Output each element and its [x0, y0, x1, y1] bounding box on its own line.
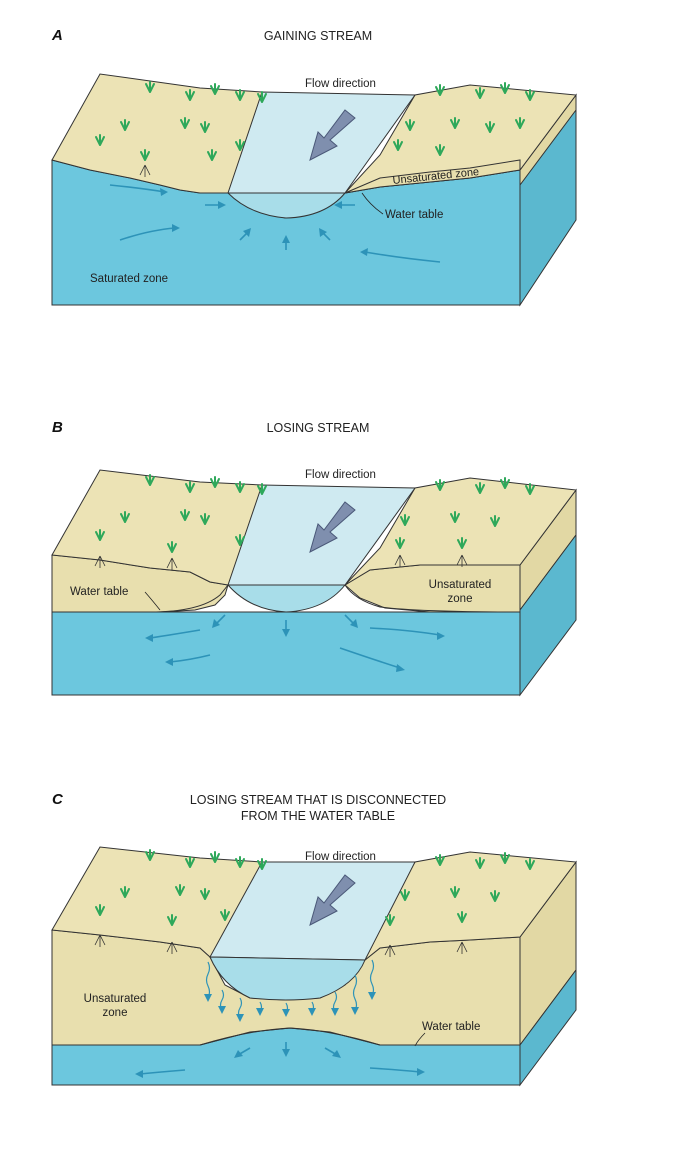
panel-a-groundwater-arrows	[109, 184, 441, 263]
panel-b-letter: B	[52, 419, 63, 436]
panel-a-flow-arrow	[309, 109, 356, 161]
panel-c-flow-label: Flow direction	[305, 851, 376, 863]
panel-b-groundwater-arrows	[145, 614, 445, 672]
panel-b-flow-label: Flow direction	[305, 469, 376, 481]
panel-b: B LOSING STREAM Flow direction	[51, 419, 577, 697]
panel-c-title-line1: LOSING STREAM THAT IS DISCONNECTED	[190, 793, 446, 807]
panel-a: A GAINING STREAM Flow direction	[51, 27, 577, 307]
panel-b-ground-right	[344, 477, 577, 586]
panel-c-vegetation	[94, 849, 535, 957]
panel-a-saturated-label: Saturated zone	[90, 273, 168, 285]
panel-c-letter: C	[52, 791, 64, 808]
panel-c-stream-channel	[209, 956, 366, 1001]
panel-a-vegetation	[95, 81, 535, 177]
panel-b-vegetation	[94, 474, 535, 570]
panel-b-saturated-block	[51, 611, 521, 696]
panel-c-water-table-leader	[414, 1032, 426, 1047]
panel-c-water-table-line	[52, 1027, 520, 1046]
panel-b-title: LOSING STREAM	[267, 421, 370, 435]
panel-c-unsaturated-label-1: Unsaturated	[84, 993, 147, 1005]
panel-a-water-table-label: Water table	[385, 209, 443, 221]
panel-b-stream-channel	[226, 584, 347, 613]
panel-b-water-table-line	[52, 584, 521, 613]
panel-c-flow-arrow	[309, 874, 356, 926]
panel-a-water-table-leader	[361, 192, 384, 215]
panel-a-flow-label: Flow direction	[305, 78, 376, 90]
panel-a-letter: A	[51, 27, 63, 44]
panel-c-water-table-label: Water table	[422, 1021, 480, 1033]
panel-c-title-line2: FROM THE WATER TABLE	[241, 809, 395, 823]
panel-b-unsaturated-label-2: zone	[448, 593, 473, 605]
panel-a-unsaturated-strip	[344, 159, 521, 194]
panel-b-unsaturated-label-1: Unsaturated	[429, 579, 492, 591]
panel-a-stream-channel	[226, 192, 347, 219]
panel-c-unsaturated-label-2: zone	[103, 1007, 128, 1019]
panel-c-groundwater-arrows	[135, 1042, 425, 1078]
panel-c: C LOSING STREAM THAT IS DISCONNECTED FRO…	[51, 791, 577, 1087]
panel-a-ground-left	[51, 73, 296, 194]
panel-b-flow-arrow	[309, 501, 356, 553]
panel-a-title: GAINING STREAM	[264, 29, 372, 43]
panel-c-seepage	[204, 959, 376, 1022]
panel-b-water-table-label: Water table	[70, 586, 128, 598]
panel-b-water-table-leader	[144, 591, 161, 611]
